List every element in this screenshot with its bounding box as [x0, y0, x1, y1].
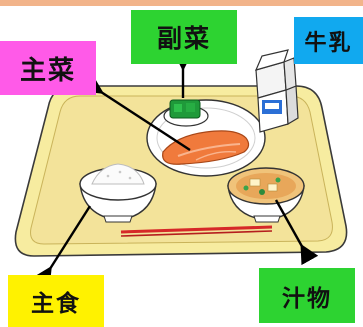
rice-bowl: [79, 163, 157, 223]
label-main-dish: 主菜: [0, 41, 96, 95]
main-dish-plate: [146, 99, 266, 177]
side-dish-bowl: [163, 99, 209, 127]
arrow-staple: [33, 205, 92, 288]
milk-carton: [254, 49, 299, 133]
arrow-soup: [274, 199, 319, 266]
label-staple: 主食: [8, 275, 104, 327]
pointer-arrows: [33, 52, 319, 288]
soup-bowl: [227, 167, 305, 223]
label-milk: 牛乳: [294, 17, 363, 64]
chopsticks: [120, 225, 273, 237]
label-side-dish: 副菜: [131, 10, 237, 64]
top-accent-strip: [0, 0, 363, 6]
arrow-main-dish: [82, 75, 191, 152]
label-soup: 汁物: [259, 268, 355, 323]
